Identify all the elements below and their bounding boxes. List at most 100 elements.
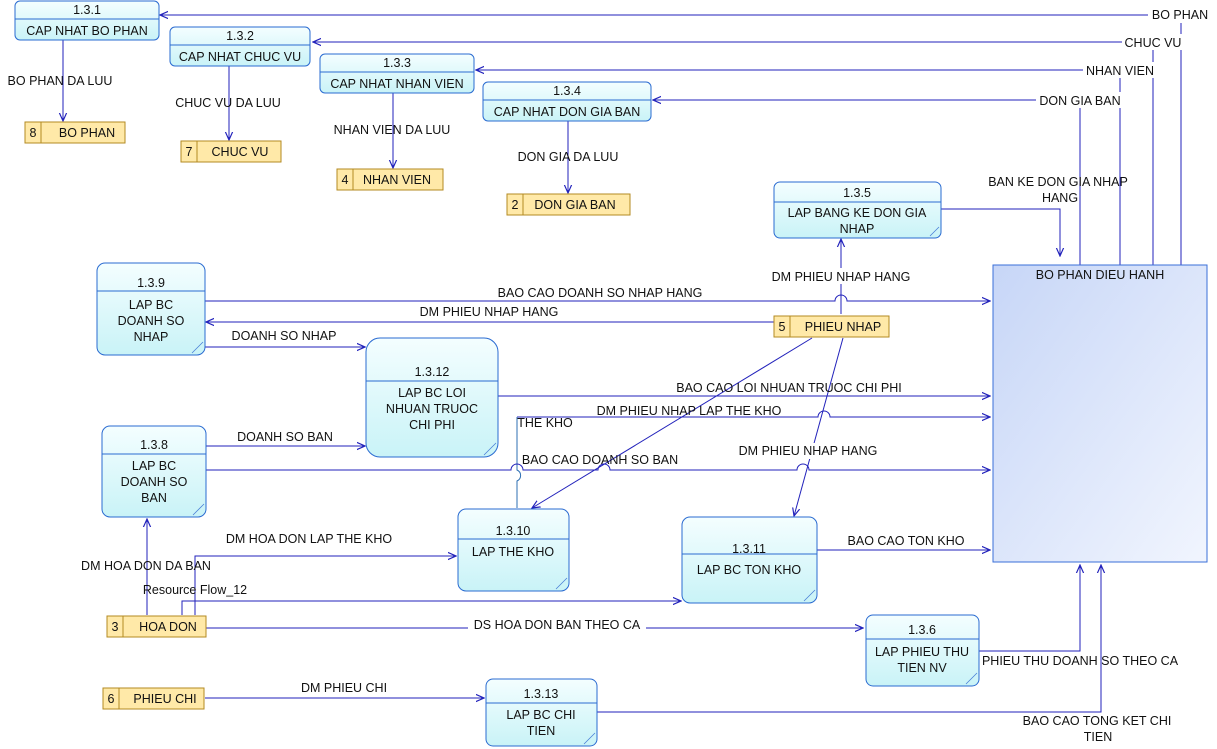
process-1-3-4[interactable]: 1.3.4 CAP NHAT DON GIA BAN [482,81,652,122]
label-doanh-so-nhap: DOANH SO NHAP [232,329,337,343]
label-nhan-vien: NHAN VIEN [1086,64,1154,78]
process-1-3-13[interactable]: 1.3.13 LAP BC CHI TIEN [485,678,598,747]
process-1-3-12[interactable]: 1.3.12 LAP BC LOI NHUAN TRUOC CHI PHI [365,337,499,458]
process-name-line-2: TIEN [527,724,555,738]
process-id: 1.3.5 [843,186,871,200]
label-bc-tong-ket-line-2: TIEN [1084,730,1112,744]
process-1-3-3[interactable]: 1.3.3 CAP NHAT NHAN VIEN [319,53,475,94]
store-chuc-vu[interactable]: 7 CHUC VU [180,140,282,163]
flow-bc-doanh-so-nhap-hang[interactable] [204,294,990,301]
label-dm-hd-lap-the-kho: DM HOA DON LAP THE KHO [226,532,393,546]
process-name-line-2: DOANH SO [121,475,188,489]
flow-phieu-thu-ds[interactable] [979,565,1080,652]
label-bc-loi-nhuan: BAO CAO LOI NHUAN TRUOC CHI PHI [676,381,902,395]
process-id: 1.3.8 [140,438,168,452]
entity-name: BO PHAN DIEU HANH [1036,268,1165,282]
process-name: CAP NHAT BO PHAN [26,24,148,38]
process-name-line-1: LAP BANG KE DON GIA [788,206,927,220]
process-1-3-2[interactable]: 1.3.2 CAP NHAT CHUC VU [169,26,311,67]
process-id: 1.3.9 [137,276,165,290]
entity-bo-phan-dieu-hanh[interactable]: BO PHAN DIEU HANH [992,264,1208,563]
process-id: 1.3.2 [226,29,254,43]
label-bc-doanh-so-ban: BAO CAO DOANH SO BAN [522,453,678,467]
flow-the-kho[interactable] [516,417,522,508]
process-name-line-2: NHAP [840,222,875,236]
flow-pn-to-the-kho[interactable] [532,337,813,508]
process-name-line-1: LAP BC CHI [506,708,575,722]
label-phieu-thu-ds: PHIEU THU DOANH SO THEO CA [982,654,1179,668]
process-id: 1.3.11 [732,542,766,556]
label-dm-phieu-nhap-hang-2: DM PHIEU NHAP HANG [420,305,559,319]
store-don-gia-ban[interactable]: 2 DON GIA BAN [506,193,631,216]
flow-ban-ke-don-gia-nhap[interactable] [941,208,1060,256]
process-id: 1.3.10 [496,524,531,538]
process-name-line-3: BAN [141,491,167,505]
store-number: 2 [512,198,519,212]
store-phieu-chi[interactable]: 6 PHIEU CHI [102,687,205,710]
store-hoa-don[interactable]: 3 HOA DON [106,615,207,638]
store-phieu-nhap[interactable]: 5 PHIEU NHAP [773,315,890,338]
process-name: LAP BC TON KHO [697,563,801,577]
process-id: 1.3.1 [73,3,101,17]
label-dm-phieu-nhap-hang-3: DM PHIEU NHAP HANG [739,444,878,458]
flow-bc-tong-ket-chi-tien[interactable] [597,565,1101,713]
process-name-line-2: DOANH SO [118,314,185,328]
process-name-line-2: NHUAN TRUOC [386,402,478,416]
process-name-line-1: LAP PHIEU THU [875,645,969,659]
label-dm-phieu-chi: DM PHIEU CHI [301,681,387,695]
label-ban-ke-line-2: HANG [1042,191,1078,205]
process-id: 1.3.4 [553,84,581,98]
process-id: 1.3.12 [415,365,450,379]
store-number: 4 [342,173,349,187]
label-dm-pn-lap-the-kho: DM PHIEU NHAP LAP THE KHO [597,404,782,418]
label-bc-ds-nhap-hang: BAO CAO DOANH SO NHAP HANG [498,286,703,300]
label-doanh-so-ban: DOANH SO BAN [237,430,333,444]
process-name-line-3: NHAP [134,330,169,344]
store-number: 7 [186,145,193,159]
process-name: CAP NHAT CHUC VU [179,50,301,64]
label-bo-phan: BO PHAN [1152,8,1208,22]
process-1-3-6[interactable]: 1.3.6 LAP PHIEU THU TIEN NV [865,614,980,687]
process-1-3-11[interactable]: 1.3.11 LAP BC TON KHO [681,516,818,604]
label-bc-tong-ket-line-1: BAO CAO TONG KET CHI [1023,714,1172,728]
flow-resource-flow-12[interactable] [181,601,681,615]
label-bo-phan-da-luu: BO PHAN DA LUU [8,74,113,88]
label-don-gia-ban: DON GIA BAN [1039,94,1120,108]
store-nhan-vien[interactable]: 4 NHAN VIEN [336,168,444,191]
store-name: BO PHAN [59,126,115,140]
flow-dm-pn-lap-the-kho[interactable] [517,410,990,417]
process-id: 1.3.6 [908,623,936,637]
label-ban-ke-line-1: BAN KE DON GIA NHAP [988,175,1128,189]
label-dm-hoa-don-da-ban: DM HOA DON DA BAN [81,559,211,573]
flow-bo-phan[interactable] [160,15,1182,265]
label-don-gia-da-luu: DON GIA DA LUU [518,150,619,164]
flow-labels: BO PHAN CHUC VU NHAN VIEN DON GIA BAN BO… [8,7,1212,744]
label-bc-ton-kho: BAO CAO TON KHO [848,534,965,548]
store-name: NHAN VIEN [363,173,431,187]
store-name: HOA DON [139,620,197,634]
label-chuc-vu-da-luu: CHUC VU DA LUU [175,96,281,110]
process-1-3-9[interactable]: 1.3.9 LAP BC DOANH SO NHAP [96,262,206,356]
process-name: CAP NHAT NHAN VIEN [330,77,463,91]
process-1-3-10[interactable]: 1.3.10 LAP THE KHO [457,508,570,592]
label-the-kho: THE KHO [517,416,573,430]
store-bo-phan[interactable]: 8 BO PHAN [24,121,126,144]
store-name: DON GIA BAN [534,198,615,212]
process-name-line-1: LAP BC LOI [398,386,466,400]
store-number: 5 [779,320,786,334]
store-name: PHIEU NHAP [805,320,881,334]
process-1-3-1[interactable]: 1.3.1 CAP NHAT BO PHAN [14,0,160,41]
flow-dm-hd-lap-the-kho[interactable] [194,556,456,615]
process-1-3-8[interactable]: 1.3.8 LAP BC DOANH SO BAN [101,425,207,518]
store-number: 6 [108,692,115,706]
label-dm-phieu-nhap-hang-1: DM PHIEU NHAP HANG [772,270,911,284]
process-id: 1.3.13 [524,687,559,701]
label-ds-hoa-don-ban: DS HOA DON BAN THEO CA [474,618,641,632]
label-resource-flow: Resource Flow_12 [143,583,247,597]
process-name-line-1: LAP BC [132,459,176,473]
flow-dm-phieu-nhap-hang-1311[interactable] [794,337,844,516]
process-name: CAP NHAT DON GIA BAN [494,105,641,119]
store-name: CHUC VU [212,145,269,159]
process-1-3-5[interactable]: 1.3.5 LAP BANG KE DON GIA NHAP [773,181,942,239]
